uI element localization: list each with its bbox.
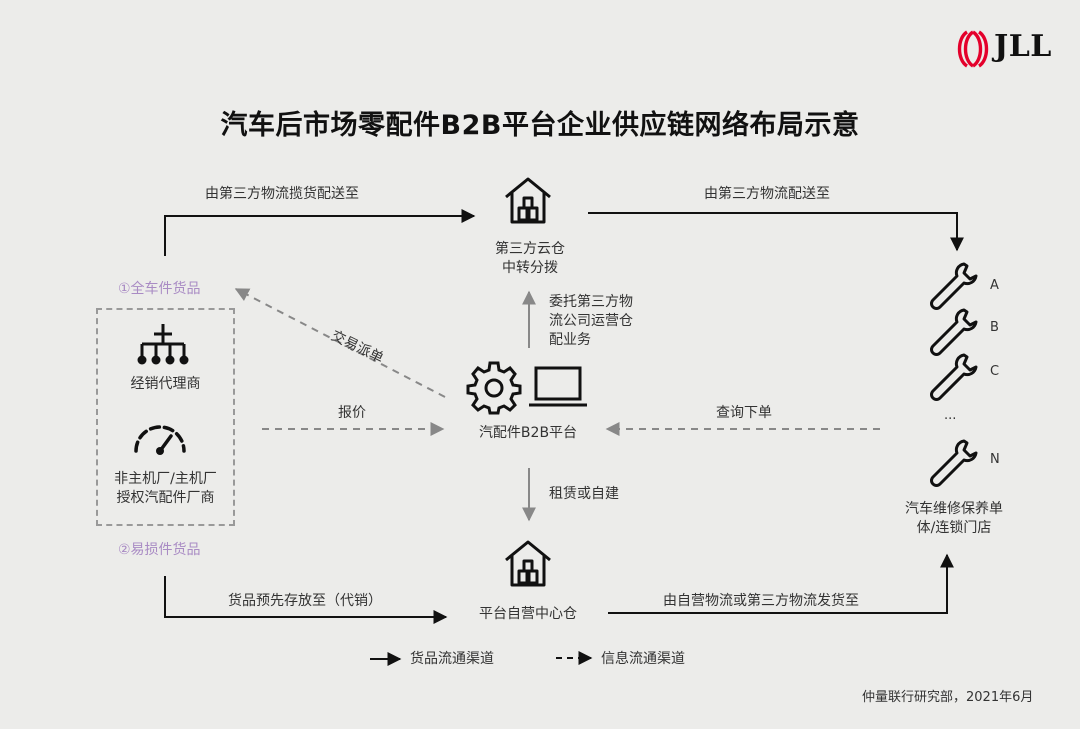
cloud-warehouse-label: 第三方云仓 中转分拨	[470, 240, 590, 278]
arrow-top-right	[588, 212, 964, 252]
oem-line2: 授权汽配件厂商	[116, 490, 215, 506]
jll-ribbon-logo	[957, 30, 989, 68]
edge-label-order: 查询下单	[716, 405, 772, 421]
delegate-line2: 流公司运营仓	[549, 313, 633, 329]
edge-label-quote: 报价	[338, 405, 366, 421]
edge-label-delegate: 委托第三方物 流公司运营仓 配业务	[549, 293, 633, 350]
repair-shops-line1: 汽车维修保养单	[905, 501, 1003, 517]
arrow-top-left	[164, 209, 476, 256]
jll-logo-text: JLL	[994, 29, 1052, 64]
edge-label-top-left: 由第三方物流揽货配送至	[205, 186, 359, 202]
arrow-bottom-left	[164, 576, 448, 624]
shop-label-ellipsis: ...	[944, 408, 957, 423]
platform-label: 汽配件B2B平台	[478, 425, 578, 441]
oem-line1: 非主机厂/主机厂	[114, 471, 217, 487]
distributor-label: 经销代理商	[130, 376, 201, 392]
arrow-dispatch	[234, 288, 446, 398]
oem-label: 非主机厂/主机厂 授权汽配件厂商	[98, 470, 233, 508]
legend-dashed-label: 信息流通渠道	[601, 651, 685, 667]
edge-label-consign: 货品预先存放至（代销）	[228, 593, 382, 609]
shop-label-b: B	[990, 320, 999, 335]
shop-label-n: N	[990, 452, 1000, 467]
warehouse-icon	[505, 177, 551, 224]
cloud-warehouse-line2: 中转分拨	[502, 260, 558, 276]
cloud-warehouse-line1: 第三方云仓	[495, 241, 565, 257]
delegate-line1: 委托第三方物	[549, 294, 633, 310]
wrench-icon	[930, 353, 978, 401]
goods-label-wear-parts: ②易损件货品	[118, 542, 201, 558]
shop-label-c: C	[990, 364, 1000, 379]
source-note: 仲量联行研究部，2021年6月	[862, 690, 1034, 705]
page-title: 汽车后市场零配件B2B平台企业供应链网络布局示意	[220, 110, 860, 141]
shop-label-a: A	[990, 278, 999, 293]
supplier-group-box	[96, 308, 235, 526]
goods-label-full-vehicle: ①全车件货品	[118, 281, 201, 297]
arrow-bottom-right	[608, 553, 954, 614]
gauge-icon	[134, 425, 186, 455]
edge-label-top-right: 由第三方物流配送至	[704, 186, 830, 202]
repair-shops-line2: 体/连锁门店	[916, 520, 992, 536]
gear-icon	[466, 361, 522, 415]
wrench-icon	[930, 262, 978, 310]
edge-label-lease: 租赁或自建	[549, 486, 619, 502]
repair-shops-label: 汽车维修保养单 体/连锁门店	[884, 500, 1024, 538]
warehouse-icon	[505, 540, 551, 587]
legend-solid-label: 货品流通渠道	[410, 651, 494, 667]
center-warehouse-label: 平台自营中心仓	[479, 606, 577, 622]
edge-label-ship: 由自营物流或第三方物流发货至	[663, 593, 859, 609]
delegate-line3: 配业务	[549, 332, 591, 348]
wrench-icon	[930, 439, 978, 487]
wrench-icon	[930, 308, 978, 356]
laptop-icon	[529, 366, 587, 407]
hierarchy-icon	[137, 324, 189, 365]
